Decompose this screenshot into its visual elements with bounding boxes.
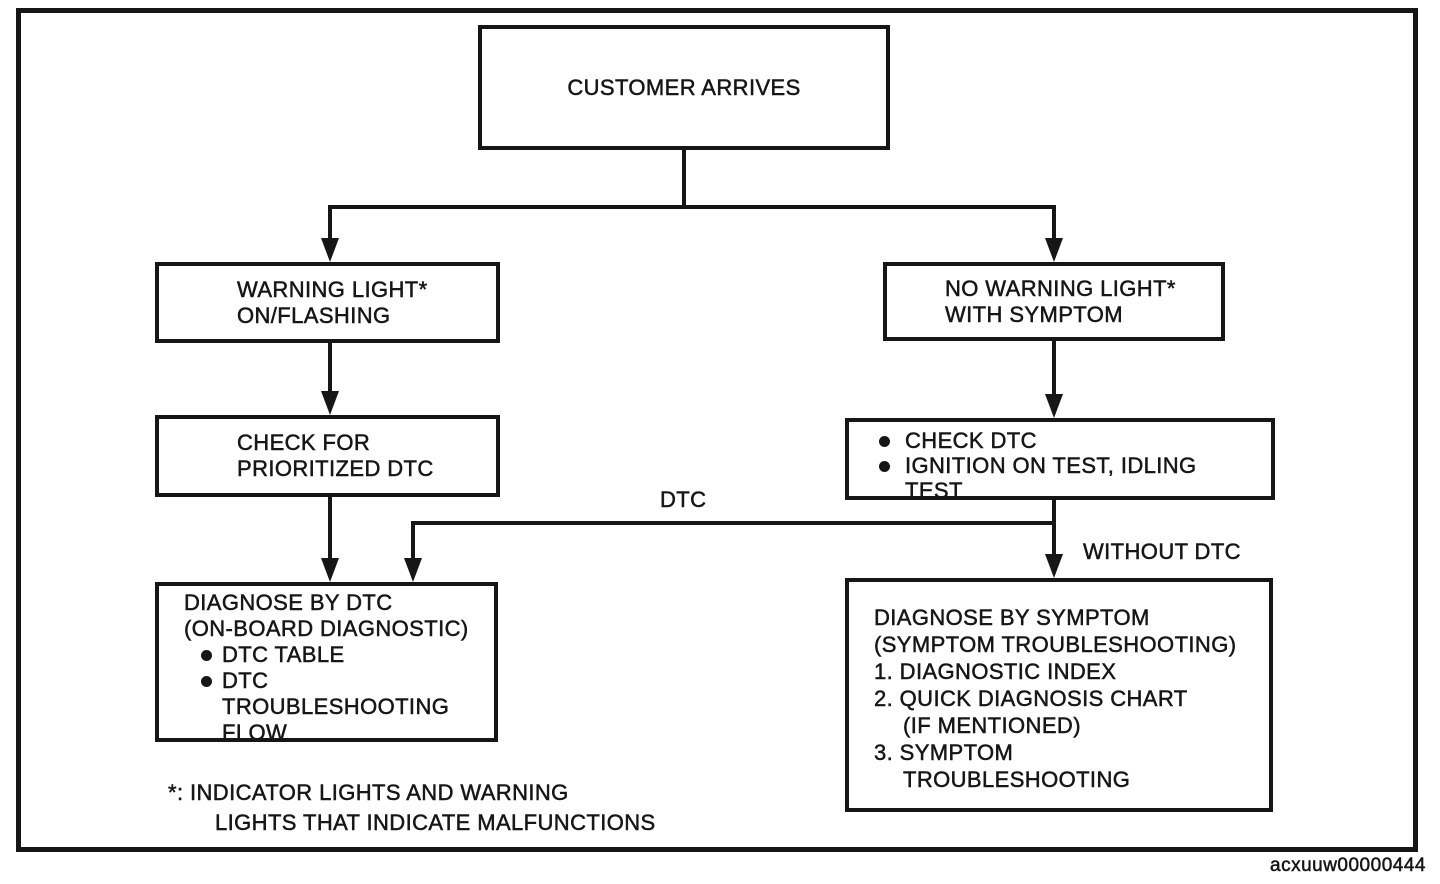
- arrow-down-icon: [404, 558, 422, 582]
- connector-dtc-horizontal: [411, 521, 1056, 525]
- connector-checkdtc-to-symptom: [1052, 500, 1056, 556]
- diagnose-dtc-bullet-line: DTC TABLE: [222, 642, 345, 668]
- check-prioritized-line: CHECK FOR: [237, 430, 371, 456]
- customer-arrives-node: CUSTOMER ARRIVES: [478, 25, 890, 150]
- diagnose-symptom-title-line: (SYMPTOM TROUBLESHOOTING): [874, 632, 1237, 658]
- flowchart-border-frame: [16, 8, 1418, 852]
- customer-arrives-label: CUSTOMER ARRIVES: [567, 74, 801, 100]
- warning-light-node: WARNING LIGHT* ON/FLASHING: [155, 262, 500, 343]
- arrow-down-icon: [1045, 394, 1063, 418]
- no-warning-light-node: NO WARNING LIGHT* WITH SYMPTOM: [883, 262, 1225, 341]
- dtc-edge-label: DTC: [660, 487, 707, 513]
- connector-nowarning-to-checkdtc: [1052, 341, 1056, 396]
- footnote: *: INDICATOR LIGHTS AND WARNING LIGHTS T…: [168, 778, 656, 838]
- check-dtc-bullet-line: IGNITION ON TEST, IDLING: [905, 453, 1197, 479]
- arrow-down-icon: [321, 391, 339, 415]
- diagnose-dtc-title-line: (ON-BOARD DIAGNOSTIC): [184, 616, 469, 642]
- check-dtc-bullet-line: TEST: [905, 478, 963, 504]
- connector-check-to-diagnosedtc: [328, 497, 332, 559]
- check-prioritized-dtc-node: CHECK FOR PRIORITIZED DTC: [155, 415, 500, 497]
- without-dtc-edge-label: WITHOUT DTC: [1083, 539, 1241, 565]
- connector-right-branch-vertical: [1052, 207, 1056, 239]
- diagnose-symptom-item-line: 1. DIAGNOSTIC INDEX: [874, 659, 1117, 685]
- diagnose-dtc-bullet-line: FLOW: [222, 720, 288, 746]
- warning-light-line: ON/FLASHING: [237, 302, 391, 328]
- connector-branch-horizontal: [328, 205, 1056, 209]
- footnote-line: *: INDICATOR LIGHTS AND WARNING: [168, 780, 569, 806]
- arrow-down-icon: [321, 558, 339, 582]
- warning-light-line: WARNING LIGHT*: [237, 276, 428, 302]
- diagnose-symptom-item-line: TROUBLESHOOTING: [903, 767, 1131, 793]
- check-dtc-bullet-line: CHECK DTC: [905, 428, 1037, 454]
- diagnose-dtc-bullet-line: TROUBLESHOOTING: [222, 694, 450, 720]
- no-warning-light-line: NO WARNING LIGHT*: [945, 275, 1176, 301]
- diagnose-symptom-item-line: 2. QUICK DIAGNOSIS CHART: [874, 686, 1188, 712]
- bullet-dot-icon: [201, 676, 212, 687]
- diagnose-dtc-bullet-line: DTC: [222, 668, 269, 694]
- connector-warning-to-check: [328, 343, 332, 393]
- bullet-dot-icon: [879, 436, 890, 447]
- bullet-dot-icon: [879, 461, 890, 472]
- diagnose-symptom-item-line: 3. SYMPTOM: [874, 740, 1014, 766]
- arrow-down-icon: [1045, 238, 1063, 262]
- connector-customer-stem: [682, 150, 686, 207]
- connector-left-branch-vertical: [328, 207, 332, 239]
- figure-code: acxuuw00000444: [1270, 855, 1426, 877]
- bullet-dot-icon: [201, 650, 212, 661]
- diagnose-by-dtc-node: DIAGNOSE BY DTC (ON-BOARD DIAGNOSTIC) DT…: [155, 582, 498, 745]
- connector-dtc-drop-vertical: [411, 521, 415, 559]
- diagnose-symptom-item-line: (IF MENTIONED): [903, 713, 1081, 739]
- arrow-down-icon: [1045, 554, 1063, 578]
- arrow-down-icon: [321, 238, 339, 262]
- check-dtc-node: CHECK DTC IGNITION ON TEST, IDLING TEST: [845, 418, 1275, 504]
- check-prioritized-line: PRIORITIZED DTC: [237, 456, 434, 482]
- diagnose-dtc-title-line: DIAGNOSE BY DTC: [184, 590, 393, 616]
- footnote-line: LIGHTS THAT INDICATE MALFUNCTIONS: [215, 810, 656, 836]
- no-warning-light-line: WITH SYMPTOM: [945, 301, 1123, 327]
- diagnose-symptom-title-line: DIAGNOSE BY SYMPTOM: [874, 605, 1150, 631]
- diagnose-by-symptom-node: DIAGNOSE BY SYMPTOM (SYMPTOM TROUBLESHOO…: [845, 578, 1273, 812]
